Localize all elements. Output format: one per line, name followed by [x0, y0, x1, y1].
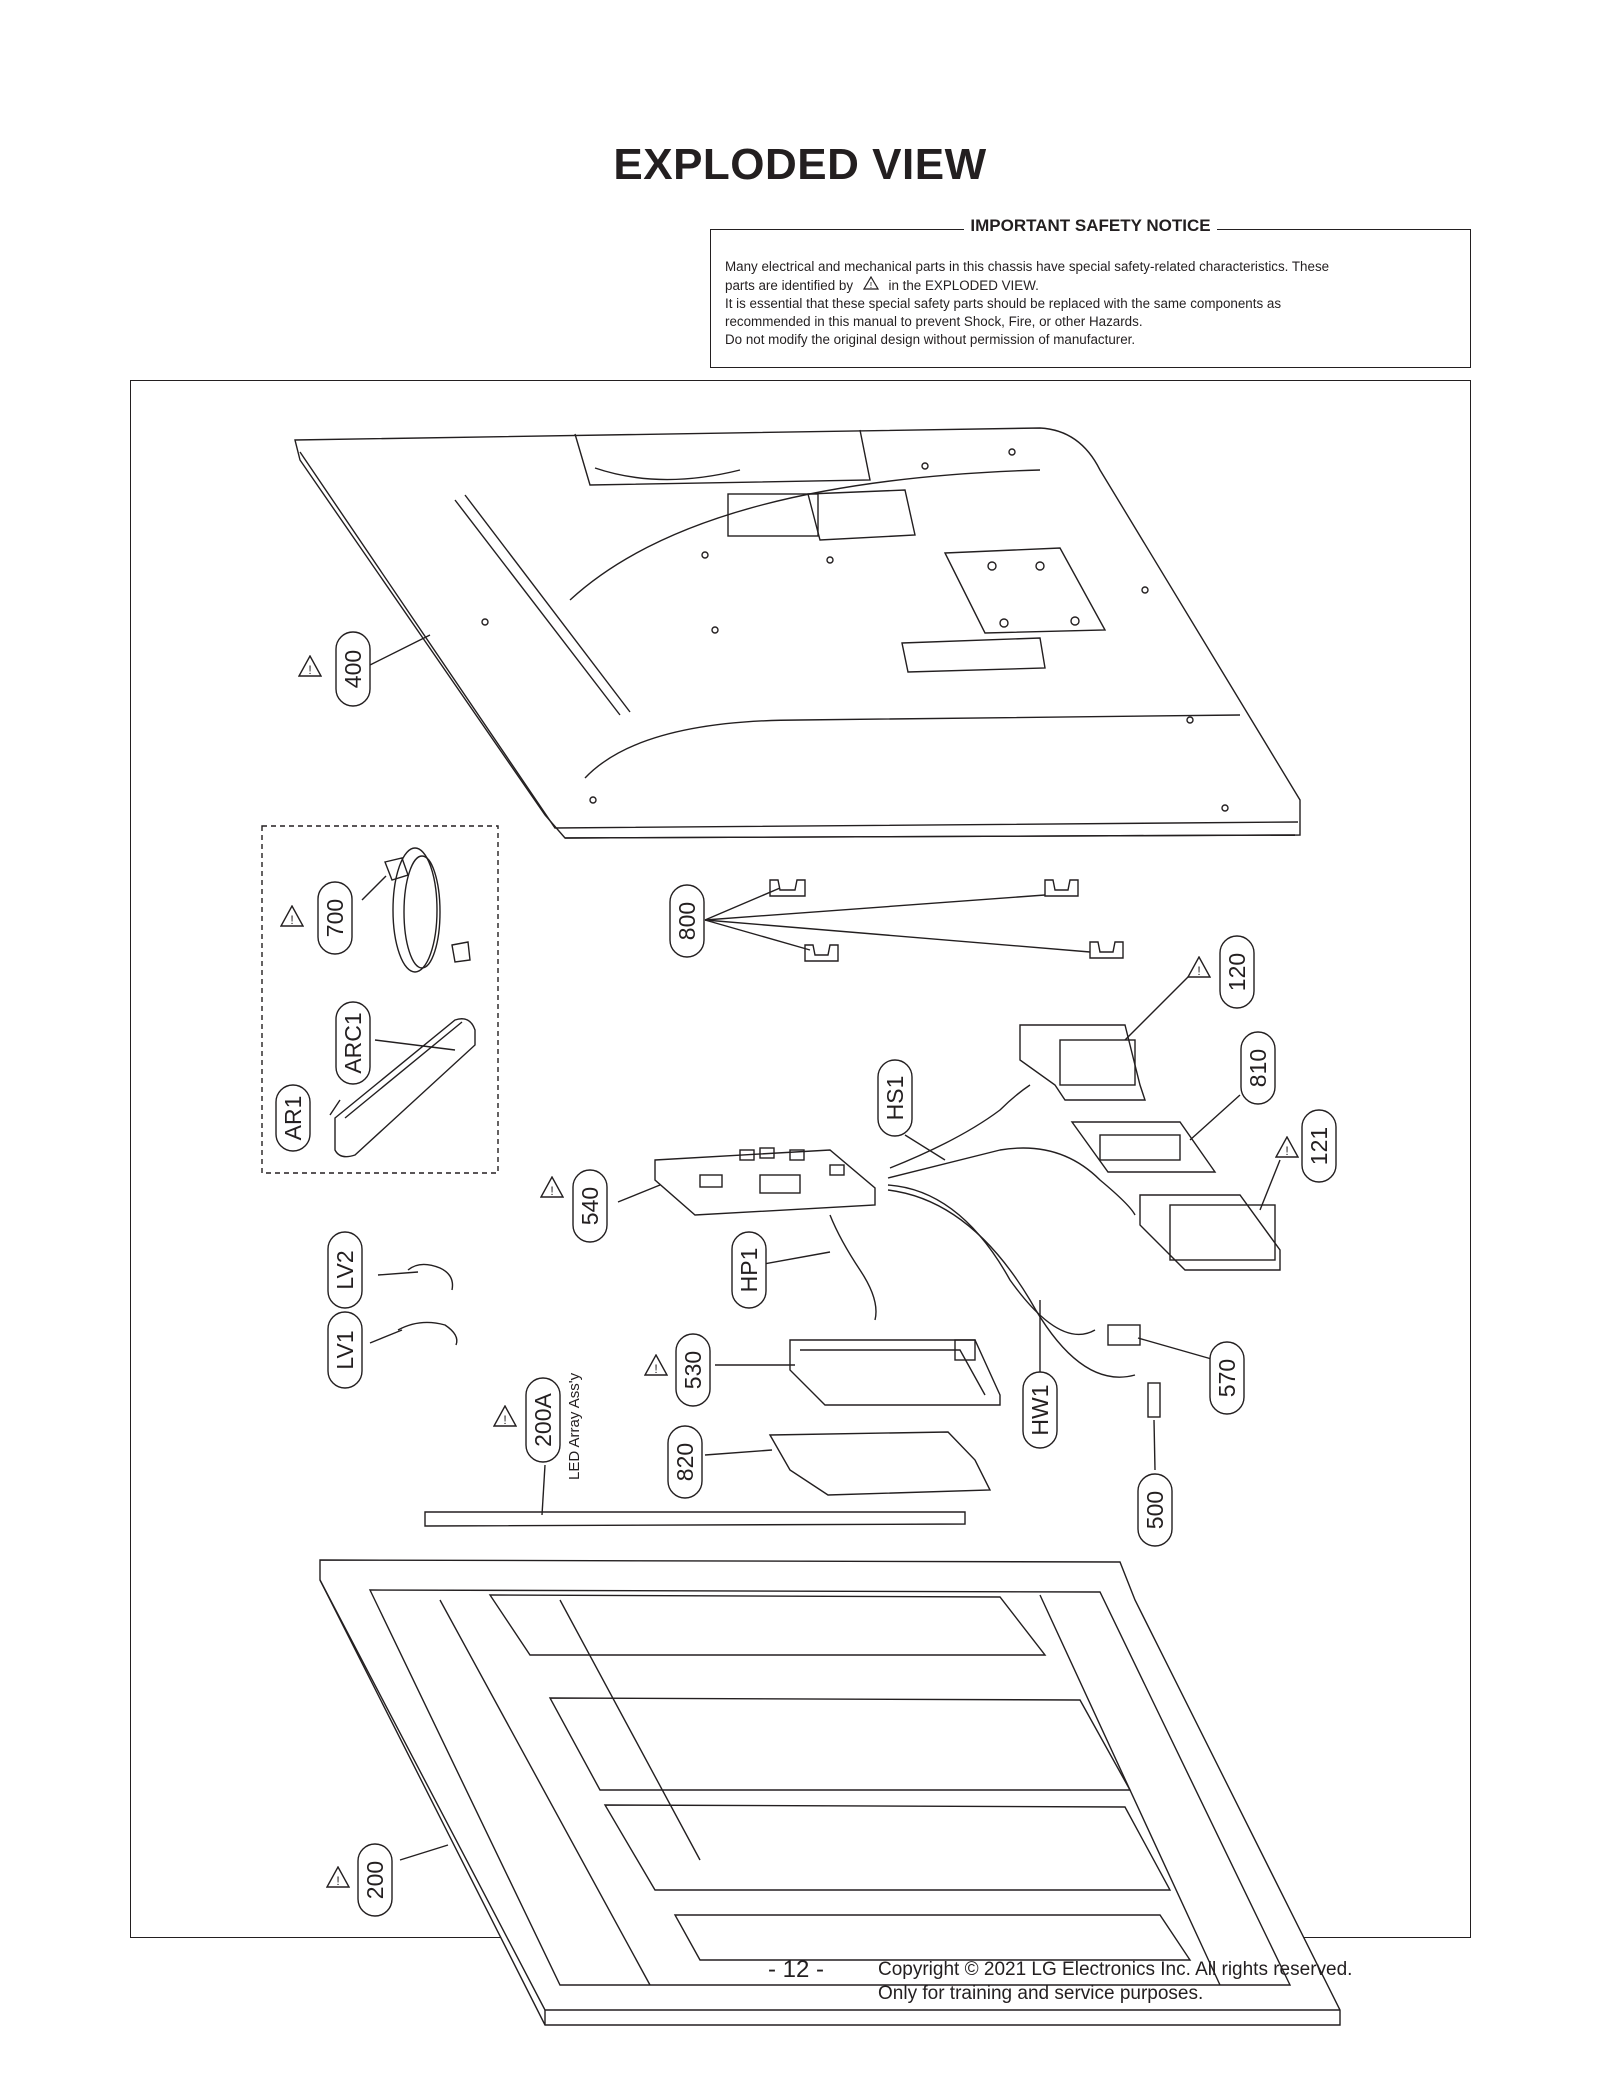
warning-triangle-icon: [644, 1354, 668, 1376]
safety-notice-heading-text: IMPORTANT SAFETY NOTICE: [964, 216, 1217, 235]
cable-hp1: [829, 1214, 877, 1321]
svg-text:820: 820: [672, 1443, 698, 1481]
led-array-part: [424, 1511, 966, 1527]
label-121: 121: [1301, 1109, 1337, 1183]
cable-hw1: [887, 1184, 1096, 1335]
warning-triangle-icon: [326, 1866, 350, 1888]
svg-text:121: 121: [1306, 1127, 1332, 1165]
svg-text:200: 200: [362, 1861, 388, 1899]
svg-text:AR1: AR1: [280, 1096, 306, 1141]
notice-line-3: It is essential that these special safet…: [725, 296, 1282, 311]
copyright-text: Copyright © 2021 LG Electronics Inc. All…: [878, 1959, 1353, 1980]
svg-text:570: 570: [1214, 1359, 1240, 1397]
usage-note: Only for training and service purposes.: [878, 1983, 1204, 2004]
led-array-note: LED Array Ass'y: [566, 1372, 583, 1480]
speaker-left-part: [1019, 1024, 1146, 1101]
svg-text:400: 400: [340, 650, 366, 688]
svg-text:HS1: HS1: [882, 1076, 908, 1121]
accessory-group-box: [261, 825, 499, 1174]
svg-text:LV1: LV1: [332, 1330, 358, 1369]
label-hs1: HS1: [877, 1059, 913, 1137]
svg-text:500: 500: [1142, 1491, 1168, 1529]
notice-line-2a: parts are identified by: [725, 278, 854, 293]
label-hp1: HP1: [731, 1231, 767, 1309]
warning-triangle-icon: [1187, 956, 1211, 978]
label-810: 810: [1240, 1031, 1276, 1105]
copyright-block: Copyright © 2021 LG Electronics Inc. All…: [878, 1958, 1352, 2006]
svg-text:HW1: HW1: [1027, 1384, 1053, 1435]
warning-triangle-icon: [1275, 1136, 1299, 1158]
label-hw1: HW1: [1022, 1371, 1058, 1449]
bracket-parts: [769, 879, 1124, 962]
label-200a: 200A: [525, 1377, 561, 1463]
warning-triangle-icon: [298, 655, 322, 677]
svg-text:540: 540: [577, 1187, 603, 1225]
ir-board-part: [1147, 1382, 1161, 1418]
label-120: 120: [1219, 935, 1255, 1009]
svg-text:ARC1: ARC1: [340, 1012, 366, 1073]
svg-text:200A: 200A: [530, 1392, 556, 1446]
back-cover-part: [294, 427, 1301, 839]
warning-triangle-icon: [540, 1176, 564, 1198]
notice-line-2b: in the EXPLODED VIEW.: [888, 278, 1039, 293]
key-board-part: [1107, 1324, 1141, 1346]
power-cord-part: [384, 847, 471, 973]
svg-text:120: 120: [1224, 953, 1250, 991]
svg-text:530: 530: [680, 1351, 706, 1389]
label-200: 200: [357, 1843, 393, 1917]
cable-lv1: [397, 1321, 458, 1346]
page-title: EXPLODED VIEW: [613, 140, 987, 189]
speaker-bracket-part: [1070, 1121, 1217, 1173]
notice-line-2: parts are identified by ! in the EXPLODE…: [725, 275, 1457, 295]
notice-line-1: Many electrical and mechanical parts in …: [725, 259, 1330, 274]
label-arc1: ARC1: [335, 1001, 371, 1085]
warning-triangle-icon: !: [862, 275, 879, 295]
warning-triangle-icon: [493, 1405, 517, 1427]
safety-notice-box: IMPORTANT SAFETY NOTICE Many electrical …: [710, 216, 1471, 368]
label-540: 540: [572, 1169, 608, 1243]
speaker-right-part: [1139, 1194, 1281, 1271]
label-lv1: LV1: [327, 1311, 363, 1389]
svg-text:LV2: LV2: [332, 1250, 358, 1289]
label-820: 820: [667, 1425, 703, 1499]
warning-triangle-icon: [280, 905, 304, 927]
power-supply-part: [789, 1339, 1001, 1406]
remote-control-part: [334, 1018, 476, 1158]
safety-notice-heading: IMPORTANT SAFETY NOTICE: [711, 216, 1470, 236]
svg-text:700: 700: [322, 899, 348, 937]
label-500: 500: [1137, 1473, 1173, 1547]
insulator-sheet-part: [768, 1431, 992, 1496]
cable-hs1: [889, 1084, 1031, 1169]
notice-line-4: recommended in this manual to prevent Sh…: [725, 314, 1143, 329]
label-700: 700: [317, 881, 353, 955]
svg-text:HP1: HP1: [736, 1248, 762, 1293]
page-number: - 12 -: [768, 1956, 825, 1983]
label-530: 530: [675, 1333, 711, 1407]
label-800: 800: [669, 884, 705, 958]
label-570: 570: [1209, 1341, 1245, 1415]
front-cabinet-part: [319, 1559, 1341, 2026]
svg-text:800: 800: [674, 902, 700, 940]
safety-notice-body: Many electrical and mechanical parts in …: [725, 258, 1457, 349]
svg-text:810: 810: [1245, 1049, 1271, 1087]
label-400: 400: [335, 631, 371, 707]
label-ar1: AR1: [275, 1084, 311, 1152]
main-board-part: [654, 1147, 876, 1216]
notice-line-5: Do not modify the original design withou…: [725, 332, 1136, 347]
label-lv2: LV2: [327, 1231, 363, 1309]
cable-lv2: [407, 1263, 454, 1291]
svg-text:!: !: [870, 281, 872, 290]
